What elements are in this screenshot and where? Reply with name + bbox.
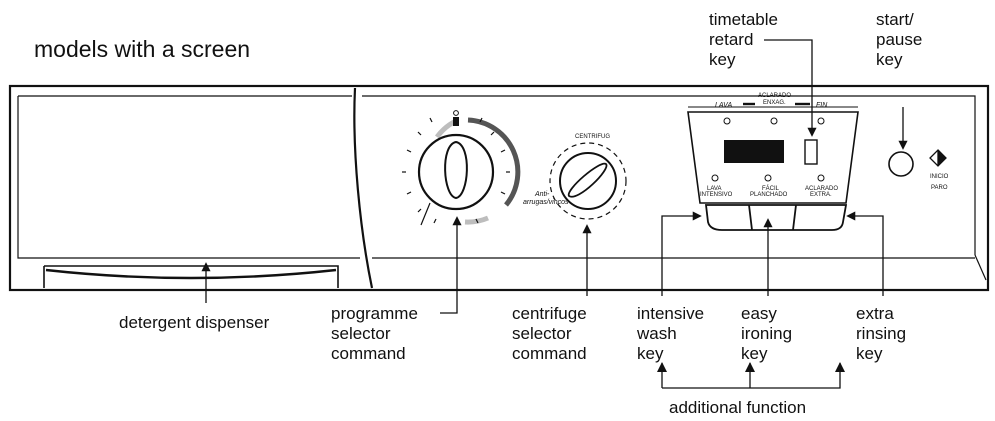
centrifuge-selector-dial[interactable]: CENTRIFUG Anti- arrugas/vincos <box>523 134 627 220</box>
callout-easy-line-1: easy <box>741 304 777 323</box>
label-lava-intensivo-1: LAVA <box>707 186 721 192</box>
label-centrifug: CENTRIFUG <box>575 134 610 140</box>
dial-knob[interactable] <box>417 133 495 211</box>
led-easy-ironing <box>764 174 772 182</box>
dial-zero-mark <box>453 110 459 116</box>
label-anti-2: arrugas/vincos <box>523 199 569 206</box>
callout-easy: easy ironing key <box>741 304 792 363</box>
leader-timetable <box>764 39 817 137</box>
label-inicio: INICIO <box>930 174 949 180</box>
callout-detergent: detergent dispenser <box>119 313 270 332</box>
leader-intensive <box>661 211 702 296</box>
callout-intensive-line-2: wash <box>636 324 677 343</box>
diagram-title: models with a screen <box>34 36 250 62</box>
function-keys-dividers <box>748 204 797 231</box>
label-lava: LAVA <box>715 102 732 109</box>
callout-intensive-line-1: intensive <box>637 304 704 323</box>
control-panel <box>8 84 990 292</box>
panel-corner-bevel <box>974 254 987 281</box>
label-anti-1: Anti- <box>534 191 550 198</box>
dial-pointer <box>444 140 468 200</box>
centrifuge-dashed-ring <box>549 142 627 220</box>
callout-start-line-1: start/ <box>876 10 914 29</box>
label-facil-1: FÁCIL <box>762 185 780 192</box>
label-facil-2: PLANCHADO <box>750 192 788 198</box>
label-paro: PARO <box>931 185 948 191</box>
callout-extra-line-1: extra <box>856 304 894 323</box>
centrifuge-knob[interactable] <box>559 152 617 210</box>
callout-intensive: intensive wash key <box>636 304 704 363</box>
panel-inner-edge <box>362 95 976 255</box>
callout-timetable-line-3: key <box>709 50 736 69</box>
label-fin: FIN <box>816 102 828 109</box>
intensive-wash-button[interactable] <box>708 207 748 228</box>
label-lava-intensivo-2: INTENSIVO <box>700 192 733 198</box>
display-housing <box>687 111 859 204</box>
leader-extra <box>846 211 884 296</box>
label-aclarado-top-1: ACLARADO <box>758 93 791 99</box>
callout-programme-line-3: command <box>331 344 406 363</box>
callout-start-line-2: pause <box>876 30 922 49</box>
label-aclarado-extra-1: ACLARADO <box>805 186 838 192</box>
callout-extra-line-3: key <box>856 344 883 363</box>
display-module: LAVA ACLARADO ENXAG. FIN LAVA INTENSIVO … <box>687 93 859 204</box>
dispenser-handle-frame <box>43 265 339 288</box>
leader-programme <box>440 216 462 314</box>
play-pause-icon-fill <box>938 150 946 166</box>
additional-arrows <box>657 362 845 372</box>
callout-timetable-line-1: timetable <box>709 10 778 29</box>
callout-easy-line-2: ironing <box>741 324 792 343</box>
callout-centrifuge-line-3: command <box>512 344 587 363</box>
callout-additional-function: additional function <box>669 398 806 417</box>
callout-centrifuge-line-1: centrifuge <box>512 304 587 323</box>
drawer-divider <box>353 87 374 289</box>
label-aclarado-extra-2: EXTRA. <box>810 192 832 198</box>
function-keys-housing <box>704 204 848 231</box>
start-pause-group: INICIO PARO <box>888 149 949 191</box>
callout-timetable: timetable retard key <box>709 10 778 69</box>
start-pause-button[interactable] <box>888 151 914 177</box>
drawer-inner-edge <box>17 96 360 259</box>
led-aclarado <box>770 117 778 125</box>
callout-programme: programme selector command <box>331 304 418 363</box>
digital-screen <box>724 140 784 163</box>
callout-easy-line-3: key <box>741 344 768 363</box>
callout-centrifuge-line-2: selector <box>512 324 572 343</box>
function-keys <box>704 204 848 231</box>
callout-intensive-line-3: key <box>637 344 664 363</box>
callout-timetable-line-2: retard <box>709 30 753 49</box>
callout-programme-line-2: selector <box>331 324 391 343</box>
programme-selector-dial[interactable] <box>402 110 521 226</box>
centrifuge-pointer <box>568 163 608 198</box>
easy-ironing-button[interactable] <box>753 207 793 228</box>
dial-ticks <box>402 117 510 224</box>
timetable-retard-button[interactable] <box>804 139 818 165</box>
callout-extra: extra rinsing key <box>856 304 906 363</box>
extra-rinsing-button[interactable] <box>797 207 842 228</box>
callout-extra-line-2: rinsing <box>856 324 906 343</box>
callout-start-line-3: key <box>876 50 903 69</box>
callout-centrifuge: centrifuge selector command <box>512 304 587 363</box>
dial-top-marker <box>453 117 459 126</box>
led-intensive <box>711 174 719 182</box>
dial-arc-dark <box>467 117 521 207</box>
callout-start: start/ pause key <box>876 10 922 69</box>
led-extra-rinse <box>817 174 825 182</box>
callout-programme-line-1: programme <box>331 304 418 323</box>
panel-outline <box>8 84 990 292</box>
led-lava <box>723 117 731 125</box>
dispenser-handle-curve[interactable] <box>45 268 337 280</box>
led-fin <box>817 117 825 125</box>
dial-bottom-tick <box>420 202 431 226</box>
label-aclarado-top-2: ENXAG. <box>763 100 786 106</box>
